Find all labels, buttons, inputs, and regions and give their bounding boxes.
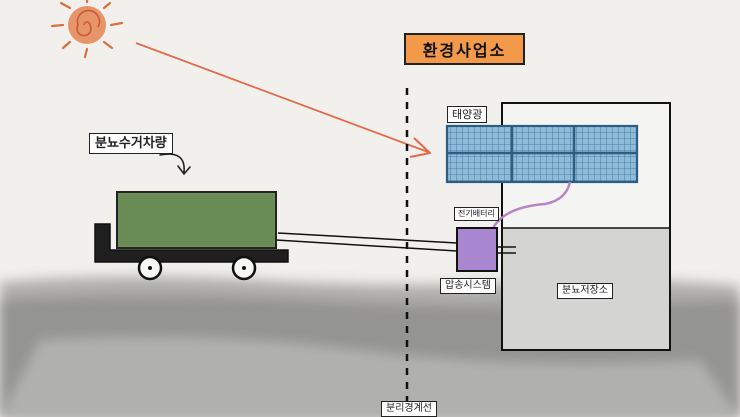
pipe bbox=[275, 232, 516, 254]
battery-label: 전기배터리 bbox=[454, 207, 499, 221]
storage-label: 분뇨저장소 bbox=[557, 283, 613, 299]
pump-icon bbox=[456, 227, 498, 272]
solar-panel-icon bbox=[445, 124, 639, 184]
boundary-label: 분리경계선 bbox=[381, 401, 437, 417]
sun-ray-arrow bbox=[135, 42, 431, 158]
page-title: 환경사업소 bbox=[404, 33, 525, 65]
transfer-system-label: 압송시스템 bbox=[440, 278, 496, 294]
power-cable bbox=[491, 181, 572, 229]
solar-label: 태양광 bbox=[447, 106, 488, 123]
sun-icon bbox=[50, 0, 124, 59]
truck-label-arrow bbox=[159, 153, 191, 176]
truck-icon bbox=[94, 191, 289, 281]
truck-label: 분뇨수거차량 bbox=[89, 133, 173, 154]
